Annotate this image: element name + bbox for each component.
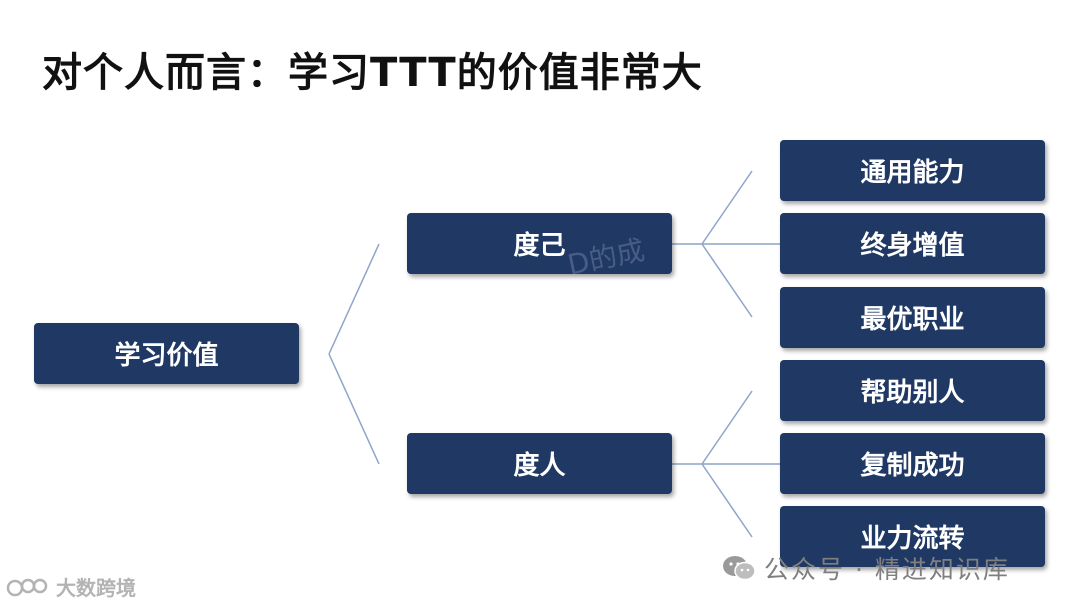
leaf-node: 最优职业 [780, 287, 1045, 348]
wechat-icon [722, 554, 756, 582]
slide-title: 对个人而言：学习TTT的价值非常大 [42, 50, 703, 96]
leaf-node: 终身增值 [780, 213, 1045, 274]
root-node: 学习价值 [34, 323, 299, 384]
connector-b1-bottom [701, 243, 753, 318]
connector-b2-top [701, 390, 753, 465]
leaf-node: 复制成功 [780, 433, 1045, 494]
leaf-node: 通用能力 [780, 140, 1045, 201]
brand-logo-icon [6, 575, 52, 599]
footer-left-watermark: 大数跨境 [6, 572, 136, 601]
connector-root-upper [328, 243, 380, 355]
branch-node-2: 度人 [407, 433, 672, 494]
connector-b2-bottom [701, 463, 753, 538]
leaf-node: 业力流转 [780, 506, 1045, 567]
branch-node-1: 度己 [407, 213, 672, 274]
footer-brand-text: 公众号 · 精进知识库 [764, 555, 1010, 584]
connector-b1-top [701, 170, 753, 245]
connector-root-lower [328, 353, 380, 465]
footer-left-text: 大数跨境 [56, 576, 136, 600]
footer-brand-watermark: 公众号 · 精进知识库 [722, 550, 1010, 586]
leaf-node: 帮助别人 [780, 360, 1045, 421]
